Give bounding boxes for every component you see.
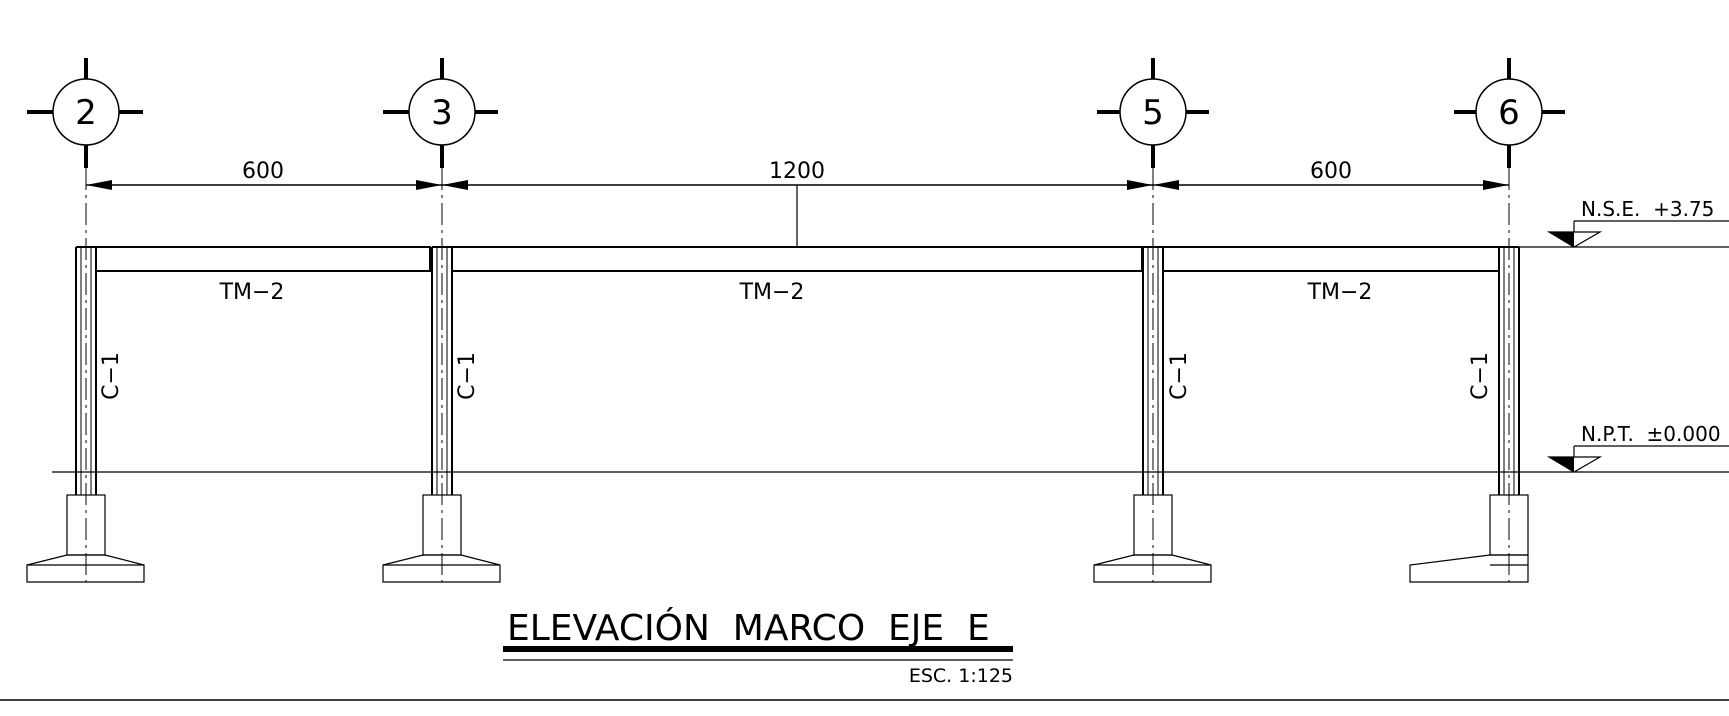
dimension-line: 600 1200 600 <box>86 159 1509 247</box>
columns <box>75 246 1520 495</box>
level-label-nse: N.S.E. +3.75 <box>1581 197 1714 221</box>
level-lines <box>52 246 1729 473</box>
axis-centerlines <box>85 168 1510 582</box>
axis-label-5: 5 <box>1142 93 1164 133</box>
axis-bubble-5: 5 <box>1097 58 1209 168</box>
drawing-title-block: ELEVACIÓN MARCO EJE E ESC. 1:125 <box>503 607 1013 687</box>
level-label-npt: N.P.T. ±0.000 <box>1581 422 1721 446</box>
dimension-label-600-left: 600 <box>242 159 284 184</box>
column-label-3: C−1 <box>455 352 480 400</box>
dimension-label-600-right: 600 <box>1310 159 1352 184</box>
column-label-6: C−1 <box>1468 352 1493 400</box>
beam-label-1: TM−2 <box>219 280 285 305</box>
dimension-label-1200: 1200 <box>769 159 825 184</box>
level-marker-nse: N.S.E. +3.75 <box>1546 197 1729 248</box>
beam-label-3: TM−2 <box>1307 280 1373 305</box>
column-label-2: C−1 <box>99 352 124 400</box>
axis-bubble-6: 6 <box>1454 58 1565 168</box>
axis-label-6: 6 <box>1498 93 1520 133</box>
axis-label-2: 2 <box>75 93 97 133</box>
column-label-5: C−1 <box>1167 352 1192 400</box>
axis-label-3: 3 <box>431 93 453 133</box>
axis-bubble-2: 2 <box>27 58 143 168</box>
beams: TM−2 TM−2 TM−2 <box>95 246 1500 305</box>
drawing-scale: ESC. 1:125 <box>909 665 1013 687</box>
footings <box>26 494 1529 583</box>
axis-bubble-3: 3 <box>383 58 498 168</box>
beam-label-2: TM−2 <box>739 280 805 305</box>
column-labels: C−1 C−1 C−1 C−1 <box>99 352 1493 400</box>
level-marker-npt: N.P.T. ±0.000 <box>1546 422 1729 473</box>
drawing-title: ELEVACIÓN MARCO EJE E <box>507 607 990 649</box>
